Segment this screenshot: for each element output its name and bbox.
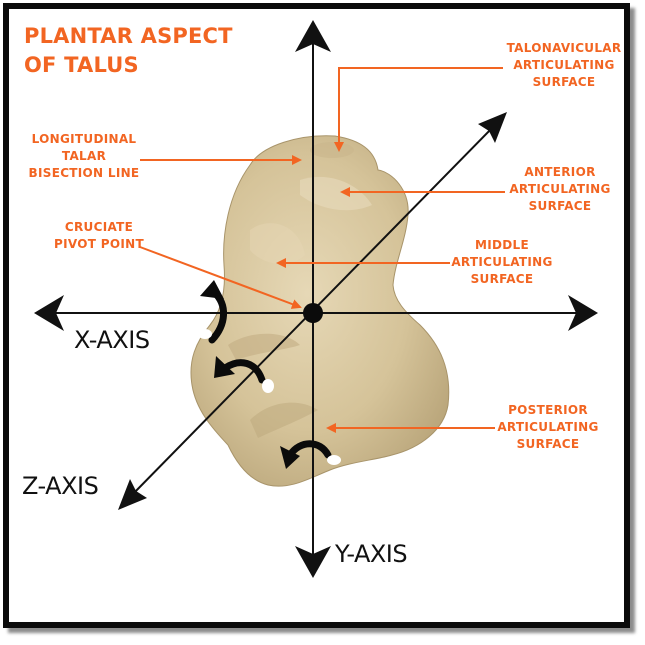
longitudinal-bisection-label: LONGITUDINAL TALAR BISECTION LINE xyxy=(26,131,142,182)
label-line: SURFACE xyxy=(516,437,580,451)
x-axis-label: X-AXIS xyxy=(74,326,150,354)
talonavicular-surface-label: TALONAVICULAR ARTICULATING SURFACE xyxy=(500,40,628,91)
y-axis-line xyxy=(295,20,331,578)
label-line: CRUCIATE xyxy=(64,220,134,234)
label-line: ARTICULATING xyxy=(451,255,553,269)
label-line: POSTERIOR xyxy=(508,403,588,417)
title-line-1: PLANTAR ASPECT xyxy=(24,24,233,48)
middle-surface-label: MIDDLE ARTICULATING SURFACE xyxy=(448,237,556,288)
cruciate-pivot-point-marker xyxy=(303,303,323,323)
title-line-2: OF TALUS xyxy=(24,53,139,77)
label-line: ANTERIOR xyxy=(524,165,596,179)
label-line: ARTICULATING xyxy=(509,182,611,196)
talonavicular-leader xyxy=(334,67,503,152)
label-line: SURFACE xyxy=(470,272,534,286)
cruciate-leader xyxy=(139,246,302,309)
x-axis-arrowhead-right xyxy=(568,295,598,331)
z-axis-arrowhead-bottom xyxy=(118,479,147,510)
label-line: MIDDLE xyxy=(475,238,529,252)
diagram-title: PLANTAR ASPECT OF TALUS xyxy=(24,22,233,80)
label-line: ARTICULATING xyxy=(513,58,615,72)
label-line: ARTICULATING xyxy=(497,420,599,434)
label-line: BISECTION LINE xyxy=(28,166,140,180)
x-rotation-arrow-icon xyxy=(198,280,227,344)
label-line: SURFACE xyxy=(528,199,592,213)
y-axis-arrowhead-bottom xyxy=(295,546,331,578)
label-line: LONGITUDINAL xyxy=(31,132,137,146)
cruciate-pivot-label: CRUCIATE PIVOT POINT xyxy=(54,219,144,253)
label-line: SURFACE xyxy=(532,75,596,89)
y-axis-label: Y-AXIS xyxy=(335,540,408,568)
y-rotation-arrow-icon xyxy=(280,440,341,469)
x-axis-arrowhead-left xyxy=(34,295,64,331)
label-line: TALAR xyxy=(61,149,107,163)
z-axis-label: Z-AXIS xyxy=(22,472,99,500)
leader-arrows xyxy=(139,67,505,433)
y-axis-arrowhead-top xyxy=(295,20,331,52)
anterior-surface-label: ANTERIOR ARTICULATING SURFACE xyxy=(506,164,614,215)
z-rotation-arrow-icon xyxy=(214,356,274,393)
z-axis-arrowhead-top xyxy=(478,112,507,143)
label-line: TALONAVICULAR xyxy=(506,41,622,55)
label-line: PIVOT POINT xyxy=(54,237,144,251)
posterior-surface-label: POSTERIOR ARTICULATING SURFACE xyxy=(494,402,602,453)
